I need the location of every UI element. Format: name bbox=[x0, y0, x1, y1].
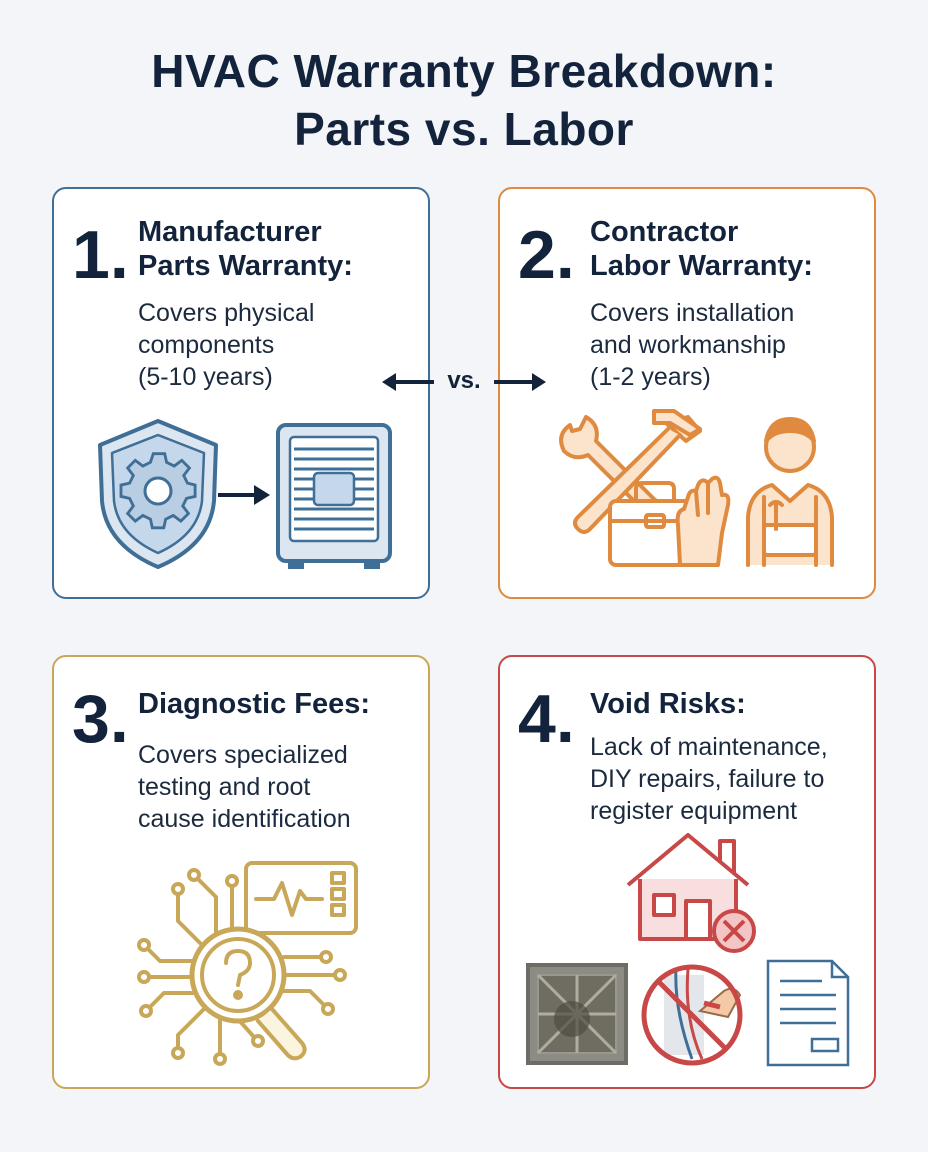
card-description: Covers specialized testing and root caus… bbox=[138, 739, 351, 835]
card-heading: Contractor Labor Warranty: bbox=[590, 215, 813, 283]
technician-icon bbox=[746, 417, 834, 567]
card-description-line-1: Covers physical bbox=[138, 299, 315, 327]
card-description-line-2: DIY repairs, failure to bbox=[590, 765, 825, 793]
double-arrow-icon bbox=[382, 373, 546, 391]
arrow-right-icon bbox=[218, 485, 270, 505]
card-description-line-3: (5-10 years) bbox=[138, 363, 273, 391]
house-x-icon bbox=[626, 833, 756, 953]
card-description: Covers installation and workmanship (1-2… bbox=[590, 297, 794, 393]
card-void-risks: 4. Void Risks: Lack of maintenance, DIY … bbox=[498, 655, 876, 1089]
card-description-line-2: testing and root bbox=[138, 773, 311, 801]
card-heading-line-2: Labor Warranty: bbox=[590, 250, 813, 282]
card-description-line-3: register equipment bbox=[590, 797, 798, 825]
circuit-lines bbox=[137, 868, 347, 1066]
card-diagnostic-fees: 3. Diagnostic Fees: Covers specialized t… bbox=[52, 655, 430, 1089]
card-heading-line-1: Contractor bbox=[590, 216, 739, 248]
card-description-line-3: cause identification bbox=[138, 805, 351, 833]
dirty-filter-icon bbox=[526, 963, 628, 1065]
card-number: 3. bbox=[72, 681, 129, 757]
parts-illustration bbox=[98, 419, 392, 569]
title-line-1: HVAC Warranty Breakdown: bbox=[151, 45, 777, 97]
labor-illustration bbox=[559, 409, 834, 567]
card-description-line-2: and workmanship bbox=[590, 331, 786, 359]
card-number: 4. bbox=[518, 681, 575, 757]
card-heading-line-1: Diagnostic Fees: bbox=[138, 688, 371, 720]
card-number: 1. bbox=[72, 217, 129, 293]
card-heading-line-1: Manufacturer bbox=[138, 216, 322, 248]
card-heading: Manufacturer Parts Warranty: bbox=[138, 215, 353, 283]
card-contractor-labor-warranty: 2. Contractor Labor Warranty: Covers ins… bbox=[498, 187, 876, 599]
versus-connector: vs. bbox=[378, 362, 550, 402]
document-icon bbox=[766, 959, 850, 1067]
card-heading: Void Risks: bbox=[590, 687, 746, 721]
card-description-line-1: Covers installation bbox=[590, 299, 795, 327]
glove-icon bbox=[675, 475, 731, 567]
magnifier-question-icon bbox=[189, 926, 307, 1061]
title-line-2: Parts vs. Labor bbox=[294, 103, 634, 155]
ac-unit-icon bbox=[276, 423, 392, 569]
card-heading-line-2: Parts Warranty: bbox=[138, 250, 353, 282]
card-manufacturer-parts-warranty: 1. Manufacturer Parts Warranty: Covers p… bbox=[52, 187, 430, 599]
card-description-line-1: Lack of maintenance, bbox=[590, 733, 828, 761]
card-description-line-2: components bbox=[138, 331, 275, 359]
monitor-heartbeat-icon bbox=[244, 861, 358, 935]
page-title: HVAC Warranty Breakdown: Parts vs. Labor bbox=[0, 42, 928, 158]
card-heading: Diagnostic Fees: bbox=[138, 687, 370, 721]
shield-gear-icon bbox=[98, 419, 218, 569]
versus-label: vs. bbox=[436, 366, 492, 396]
card-description: Covers physical components (5-10 years) bbox=[138, 297, 314, 393]
card-heading-line-1: Void Risks: bbox=[590, 688, 746, 720]
no-diy-icon bbox=[641, 964, 743, 1066]
diagnostic-illustration bbox=[137, 861, 358, 1066]
card-description-line-3: (1-2 years) bbox=[590, 363, 711, 391]
card-number: 2. bbox=[518, 217, 575, 293]
card-description: Lack of maintenance, DIY repairs, failur… bbox=[590, 731, 828, 827]
void-risks-illustration bbox=[526, 833, 850, 1067]
card-description-line-1: Covers specialized bbox=[138, 741, 348, 769]
